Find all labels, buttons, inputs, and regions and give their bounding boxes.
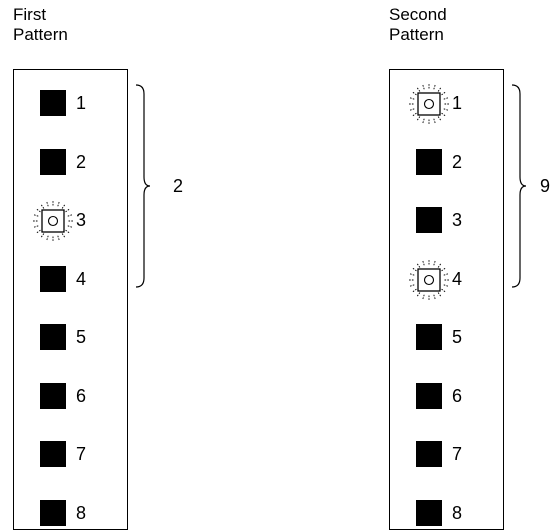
first-pattern-brace-label: 2 <box>173 176 184 196</box>
light-row: 4 <box>32 264 96 294</box>
light-number: 2 <box>452 151 463 172</box>
first-pattern-title-line2: Pattern <box>13 25 68 44</box>
second-pattern-brace-label: 9 <box>540 176 551 196</box>
light-row: 4 <box>408 259 472 300</box>
light-number: 2 <box>76 151 87 172</box>
light-number: 3 <box>452 210 463 230</box>
unlit-light-icon <box>416 499 442 526</box>
unlit-light-icon <box>416 324 442 350</box>
light-row: 3 <box>32 201 96 241</box>
unlit-light-icon <box>416 441 442 467</box>
light-row: 3 <box>408 205 472 235</box>
light-number: 5 <box>76 327 87 347</box>
unlit-light-icon <box>416 207 442 233</box>
unlit-light-icon <box>416 148 442 175</box>
light-row: 1 <box>32 88 96 118</box>
light-number: 6 <box>452 385 463 406</box>
light-row: 2 <box>32 147 96 177</box>
light-row: 8 <box>32 498 96 528</box>
light-number: 5 <box>452 327 463 347</box>
first-pattern-brace <box>135 84 151 288</box>
light-row: 1 <box>408 84 472 124</box>
second-pattern-title: Second Pattern <box>389 5 447 45</box>
light-number: 8 <box>76 502 87 523</box>
second-pattern-title-line1: Second <box>389 5 447 24</box>
light-number: 3 <box>76 210 87 230</box>
light-number: 1 <box>452 93 463 113</box>
unlit-light-icon <box>416 382 442 409</box>
light-row: 7 <box>32 439 96 469</box>
unlit-light-icon <box>40 499 66 526</box>
light-number: 4 <box>452 268 463 289</box>
light-row: 7 <box>408 439 472 469</box>
unlit-light-icon <box>40 90 66 116</box>
second-pattern-panel: 1 2 3 4 5 6 7 8 <box>389 69 504 530</box>
lit-light-icon <box>409 259 449 300</box>
light-row: 2 <box>408 147 472 177</box>
light-row: 8 <box>408 498 472 528</box>
light-number: 6 <box>76 385 87 406</box>
unlit-light-icon <box>40 441 66 467</box>
second-pattern-brace <box>511 84 527 288</box>
light-row: 6 <box>32 381 96 411</box>
unlit-light-icon <box>40 265 66 292</box>
unlit-light-icon <box>40 382 66 409</box>
first-pattern-panel: 1 2 3 4 5 6 7 8 <box>13 69 128 530</box>
lit-light-icon <box>33 201 73 241</box>
light-number: 7 <box>76 444 87 464</box>
light-number: 1 <box>76 93 87 113</box>
light-number: 4 <box>76 268 87 289</box>
unlit-light-icon <box>40 148 66 175</box>
light-number: 8 <box>452 502 463 523</box>
light-row: 5 <box>32 322 96 352</box>
light-row: 5 <box>408 322 472 352</box>
light-row: 6 <box>408 381 472 411</box>
light-number: 7 <box>452 444 463 464</box>
lit-light-icon <box>409 84 449 124</box>
first-pattern-title-line1: First <box>13 5 47 24</box>
first-pattern-title: First Pattern <box>13 5 68 45</box>
second-pattern-title-line2: Pattern <box>389 25 444 44</box>
unlit-light-icon <box>40 324 66 350</box>
